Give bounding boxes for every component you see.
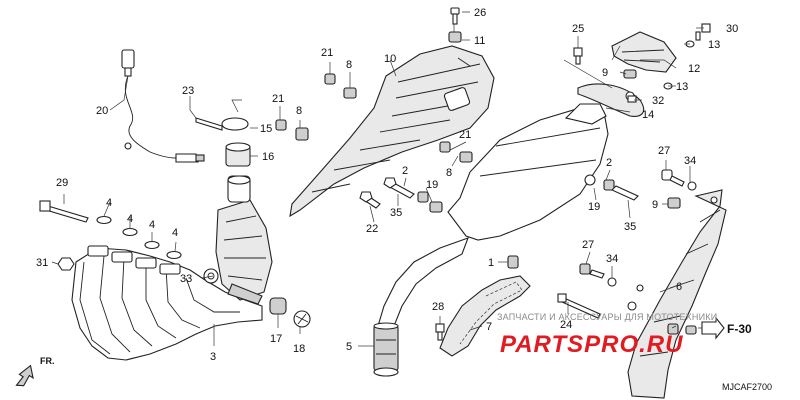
joint-gasket-part [203,268,219,284]
diagram-code: MJCAF2700 [722,382,772,392]
callout-2: 2 [402,165,408,177]
callout-11: 11 [474,35,485,47]
callout-30: 30 [726,23,738,35]
watermark-logo: PARTSPRO.RU [500,331,683,358]
callout-10: 10 [384,53,396,65]
callout-21: 21 [459,129,471,141]
callout-23: 23 [182,85,194,97]
callout-35: 35 [624,221,636,233]
muffler-bracket-part [579,189,727,399]
callout-25: 25 [572,23,584,35]
callout-20: 20 [96,105,108,117]
oxygen-sensor-part [121,49,205,163]
callout-14: 14 [642,109,654,121]
watermark: ЗАПЧАСТИ И АКСЕССУАРЫ ДЛЯ МОТОТЕХНИКИ PA… [497,312,717,358]
callout-26: 26 [474,7,486,19]
muffler-part [373,103,609,377]
callout-31: 31 [36,257,48,269]
callout-29: 29 [56,177,68,189]
callout-21: 21 [321,47,333,59]
callout-4: 4 [149,219,155,231]
leader-lines [51,11,722,347]
stud-bolt-part [39,200,89,223]
mounting-bolts-center [359,177,443,213]
callout-21: 21 [272,93,284,105]
callout-33: 33 [180,273,192,285]
callout-35: 35 [390,207,402,219]
callout-8: 8 [446,167,452,179]
callout-27: 27 [582,239,594,251]
callout-17: 17 [270,333,282,345]
callout-9: 9 [652,199,658,211]
callout-34: 34 [606,253,618,265]
callout-4: 4 [127,213,133,225]
callout-8: 8 [346,59,352,71]
small-collar-parts [275,73,473,163]
rubber-mount-part [269,297,287,315]
callout-6: 6 [676,281,682,293]
page-reference: F-30 [701,316,752,340]
lower-protector-part [435,255,601,357]
reference-arrow-icon [701,316,725,340]
callout-18: 18 [293,343,305,355]
callout-13: 13 [708,39,720,51]
front-direction-indicator: FR. [15,356,55,387]
upper-heat-shield-part [289,45,495,218]
callout-9: 9 [602,67,608,79]
callout-3: 3 [210,351,216,363]
callout-32: 32 [652,95,664,107]
callout-28: 28 [432,301,444,313]
callout-5: 5 [346,341,352,353]
pin-part [450,7,460,25]
callout-7: 7 [486,321,492,333]
gasket-set-part [96,215,182,260]
muffler-mount-bolts [584,169,697,209]
callout-1: 1 [488,257,494,269]
watermark-text: ЗАПЧАСТИ И АКСЕССУАРЫ ДЛЯ МОТОТЕХНИКИ [497,312,717,322]
washer-part [293,310,311,328]
callout-15: 15 [260,123,272,135]
cover-fasteners [573,23,711,103]
callout-34: 34 [684,155,696,167]
exhaust-manifold-part [71,175,273,361]
nut-part [57,257,75,271]
callout-4: 4 [106,197,112,209]
front-direction-label: FR. [40,356,55,366]
callout-4: 4 [172,227,178,239]
collar-part [225,142,251,167]
callout-22: 22 [366,223,378,235]
callout-19: 19 [426,179,438,191]
callout-19: 19 [588,201,600,213]
callout-12: 12 [688,63,700,75]
callout-16: 16 [262,151,274,163]
clamp-band-part [195,117,249,131]
reference-label: F-30 [727,322,752,336]
callout-8: 8 [296,105,302,117]
callout-24: 24 [560,319,572,331]
grommet-part [448,31,462,43]
muffler-cover-part [611,31,677,79]
callout-27: 27 [658,145,670,157]
callout-13: 13 [676,81,688,93]
callout-labels: 29 4 4 4 4 31 20 23 15 16 33 3 17 18 21 … [36,7,738,363]
front-arrow-icon [15,364,34,387]
callout-2: 2 [606,157,612,169]
